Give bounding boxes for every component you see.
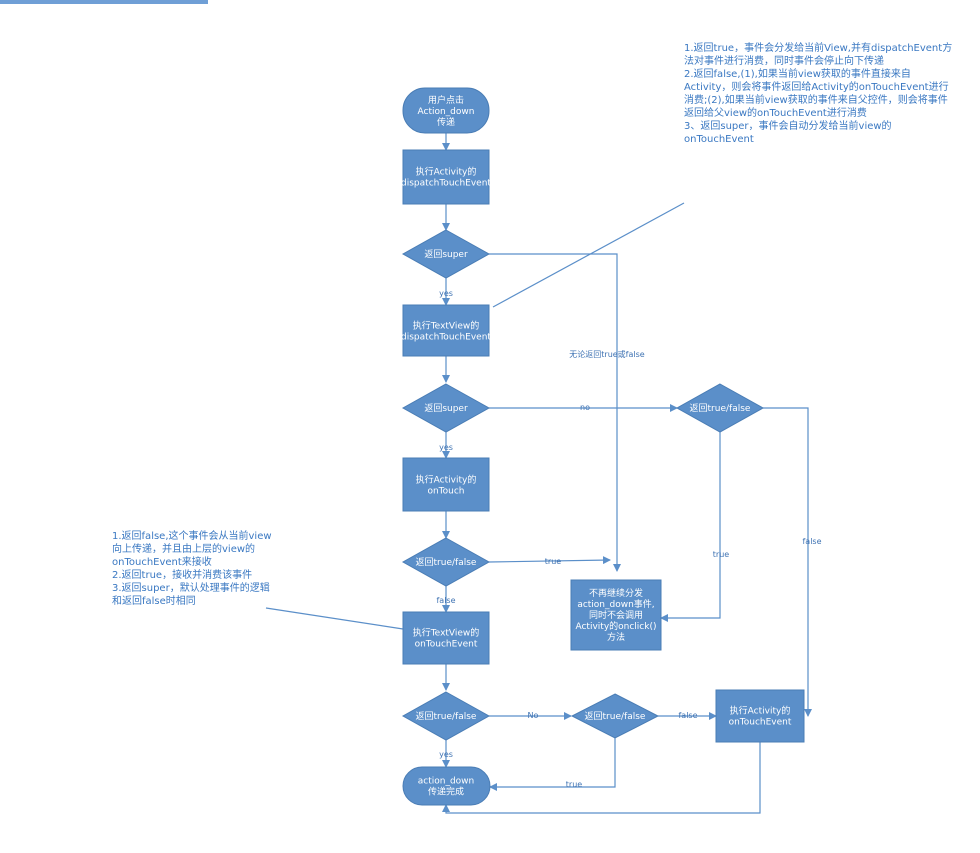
edge-label-false-3: false — [436, 596, 455, 605]
edge-label-false-5: false — [678, 711, 697, 720]
truefalse-decision-4: 返回true/false — [401, 691, 491, 741]
note-dispatch-return-values: 1.返回true，事件会分发给当前View,并有dispatchEvent方法对… — [684, 43, 953, 145]
edge-label-either: 无论返回true或false — [569, 349, 645, 359]
edge-activity-ontouchevent-to-end — [442, 742, 761, 814]
edge-super1-right — [489, 253, 621, 572]
super-decision-2-label: 返回super — [424, 402, 468, 414]
edge-label-true-3: true — [545, 557, 561, 566]
truefalse-decision-right: 返回true/false — [675, 383, 765, 433]
super-decision-1-label: 返回super — [424, 248, 468, 260]
edge-label-no-big: No — [528, 711, 539, 720]
edge-label-true-5: true — [566, 780, 582, 789]
super-decision-2: 返回super — [401, 383, 491, 433]
callout-line-left — [265, 607, 404, 630]
edge-label-yes-1: yes — [439, 289, 453, 298]
super-decision-1: 返回super — [401, 229, 491, 279]
edge-right-false — [763, 407, 812, 717]
connectors — [265, 133, 812, 814]
edge-label-false-right: false — [802, 537, 821, 546]
truefalse-decision-5-label: 返回true/false — [585, 710, 646, 722]
truefalse-decision-right-label: 返回true/false — [690, 402, 751, 414]
edge-d5-true — [489, 738, 616, 791]
truefalse-decision-4-label: 返回true/false — [416, 710, 477, 722]
edge-label-no-1: no — [580, 403, 590, 412]
note-ontouchevent-return-values: 1.返回false,这个事件会从当前view向上传递，并且由上层的view的on… — [112, 531, 272, 607]
truefalse-decision-5: 返回true/false — [570, 693, 660, 739]
edge-d3-true — [488, 556, 611, 565]
edge-label-yes-2: yes — [439, 443, 453, 452]
top-accent-bar — [0, 0, 208, 4]
edge-right-true — [660, 430, 721, 622]
callout-line-top — [492, 202, 685, 308]
truefalse-decision-3: 返回true/false — [401, 537, 491, 587]
edge-labels: yes 无论返回true或false no yes true true fals… — [436, 289, 821, 789]
edge-label-true-right: true — [713, 550, 729, 559]
edge-label-yes-4: yes — [439, 750, 453, 759]
truefalse-decision-3-label: 返回true/false — [416, 556, 477, 568]
